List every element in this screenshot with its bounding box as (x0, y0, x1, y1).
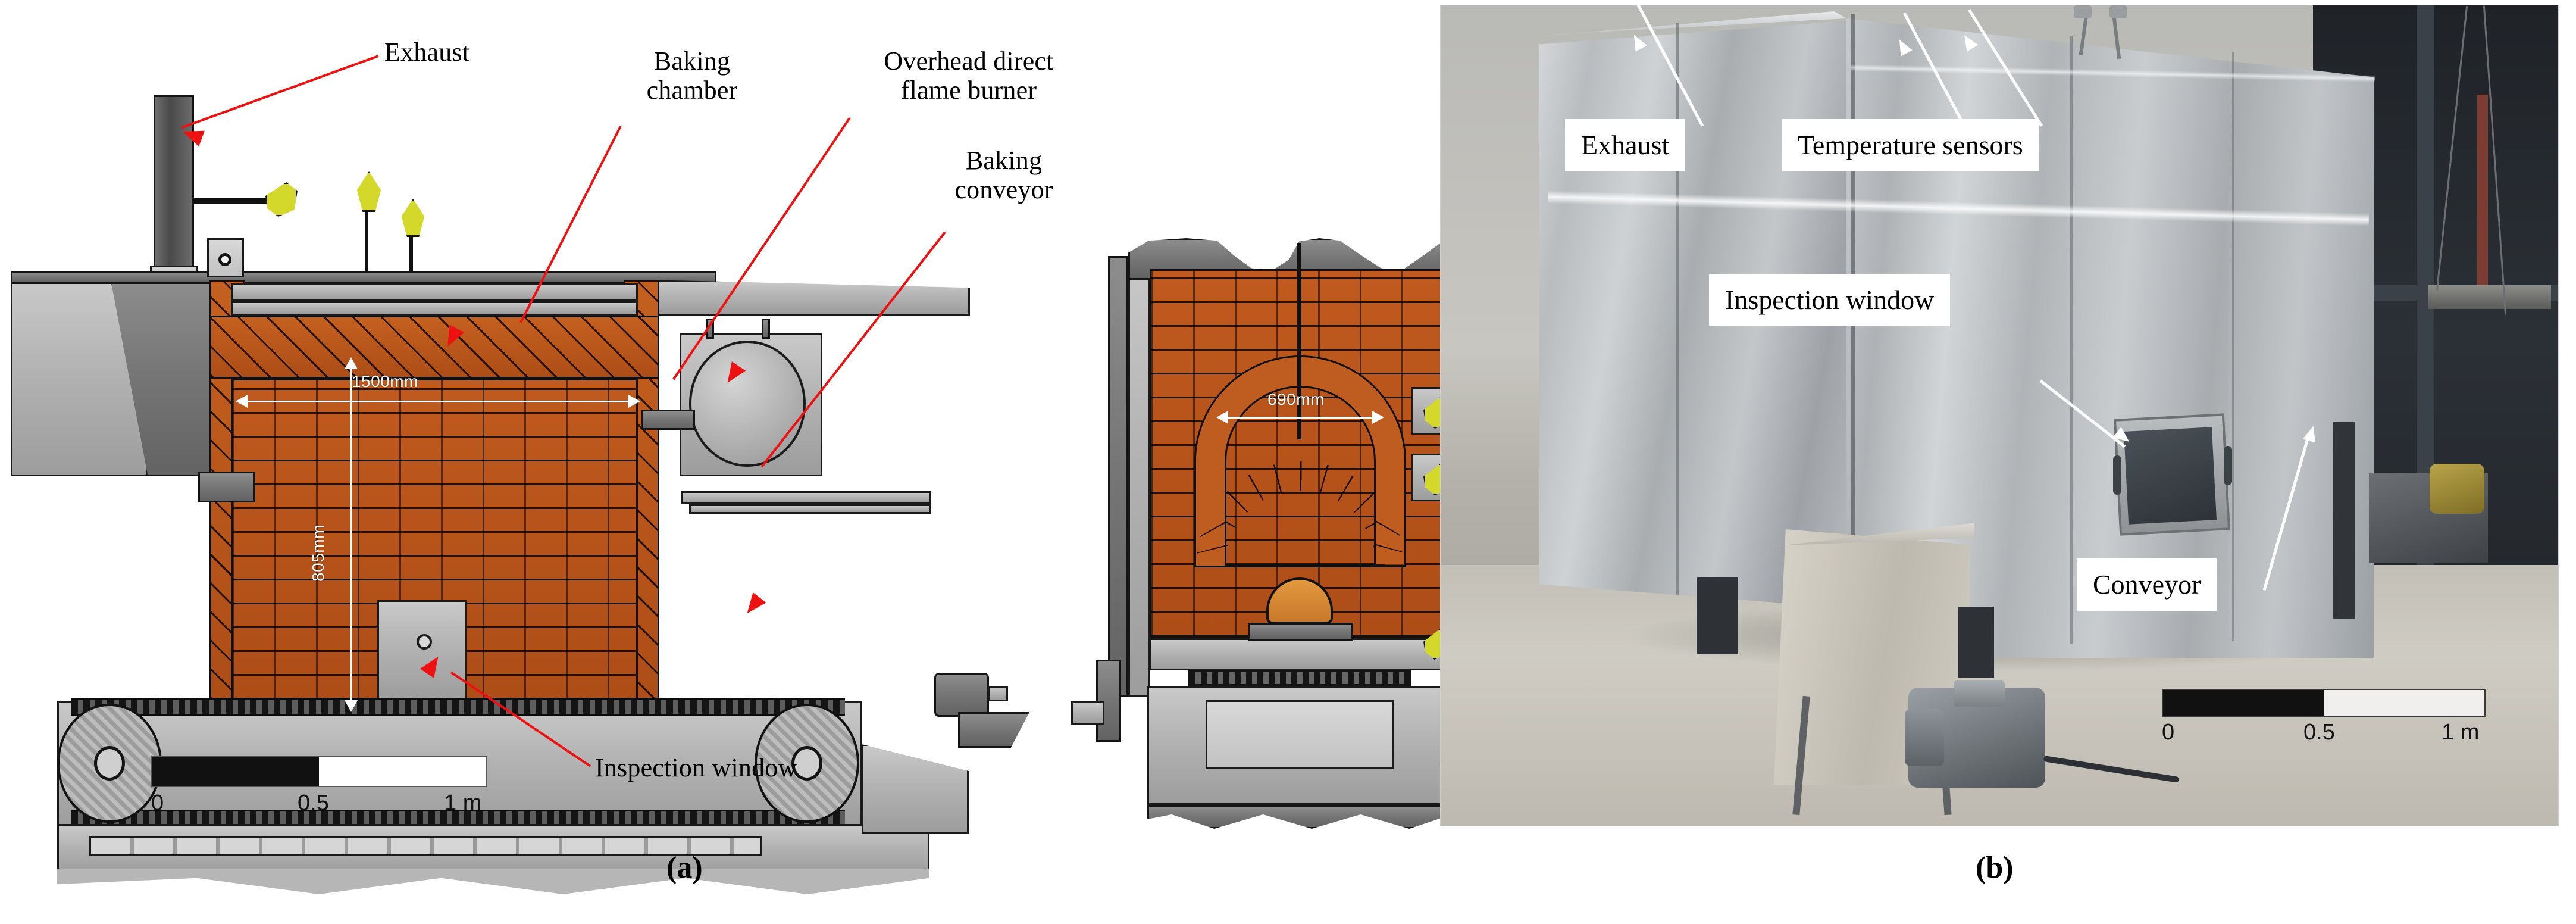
section-chain-rail (1188, 670, 1411, 686)
drive-motor-shaft (988, 686, 1008, 701)
section-centre-rod (1297, 243, 1301, 439)
refractory-roof (209, 316, 659, 379)
scale-bar-a-light-half (319, 757, 486, 786)
plenum-strip-upper (231, 283, 638, 301)
section-side-bracket-left (1096, 660, 1121, 742)
oven-panel-seam-4 (2232, 52, 2234, 641)
photo-temp-sensor-head-1 (2074, 5, 2092, 18)
dim-label-690: 690mm (1267, 390, 1325, 408)
dim-arrow-1500-right (628, 395, 640, 408)
photo-conveyor-frame-end (2333, 422, 2355, 619)
damper-flag-icon (265, 182, 298, 217)
callout-inspection-window-b: Inspection window (1710, 274, 1950, 326)
panel-b-photograph: Exhaust Temperature sensors Inspection w… (1440, 5, 2559, 826)
section-pan-support (1248, 623, 1353, 641)
section-outer-shell-left (1108, 256, 1128, 697)
scale-bar-a (151, 756, 487, 787)
scale-bar-a-tick-0: 0 (151, 791, 164, 816)
burner-support-frame (649, 280, 970, 316)
damper-arm (192, 198, 275, 204)
photo-conveyor-bearing (2430, 464, 2484, 514)
scale-bar-a-tick-one: 1 m (444, 791, 482, 816)
dim-label-805: 805mm (308, 525, 327, 582)
leader-exhaust-a (181, 55, 379, 129)
section-lower-feet (1147, 805, 1452, 829)
photo-shelf-plate (2428, 285, 2551, 309)
conveyor-drum-left-hub (94, 746, 125, 781)
dim-line-690 (1222, 417, 1378, 419)
burner-nozzle (641, 410, 695, 430)
section-outrigger-left (1071, 701, 1104, 725)
exhaust-stack (154, 95, 194, 274)
panel-a-cad-drawing: 1500mm 805mm (11, 38, 1533, 894)
dim-arrow-1500-left (236, 395, 248, 408)
conveyor-chain-top (71, 698, 845, 716)
scale-bar-b-dark-half (2163, 690, 2324, 716)
callout-inspection-window-a: Inspection window (595, 753, 797, 782)
callout-exhaust-a: Exhaust (384, 38, 470, 67)
base-ladder-rail (89, 836, 762, 856)
subcaption-b: (b) (1976, 851, 2014, 885)
photo-inspection-window-handle-left-icon (2113, 455, 2121, 495)
callout-baking-conveyor-a: Baking conveyor (954, 146, 1053, 205)
leader-baking-conveyor-a-arrowhead (740, 592, 766, 619)
photo-drive-motor-terminal-box (1954, 680, 2005, 707)
callout-baking-chamber-a: Baking chamber (646, 46, 738, 105)
section-lower-box (1206, 700, 1394, 769)
oven-panel-seam-3 (2070, 36, 2073, 644)
scale-bar-a-dark-half (152, 757, 319, 786)
scale-bar-a-tick-half: 0.5 (298, 791, 329, 816)
photo-inspection-window-handle-right-icon (2224, 446, 2232, 485)
scale-bar-b-light-half (2324, 690, 2484, 716)
dim-arrow-690-right (1372, 411, 1384, 424)
burner-lance-1 (365, 196, 368, 283)
dim-line-1500 (242, 401, 634, 402)
oven-panel-seam-2 (1851, 14, 1855, 645)
section-hearth-deck (1150, 638, 1448, 670)
scale-bar-b-ticks: 0 0.5 1 m (2162, 720, 2487, 747)
burner-lance-2 (409, 223, 413, 285)
drive-motor (934, 673, 989, 717)
dim-line-805 (350, 369, 352, 704)
burner-mount-b (762, 319, 770, 339)
flame-icon-1 (356, 171, 381, 212)
top-bracket-hole-icon (218, 253, 231, 266)
inspection-window-knob-icon (417, 634, 432, 650)
section-shell-inner-left (1128, 256, 1150, 697)
plenum-strip-lower (231, 301, 638, 316)
scale-bar-b-tick-half: 0.5 (2303, 720, 2335, 745)
callout-exhaust-b: Exhaust (1566, 120, 1685, 171)
photo-inspection-window-pane (2124, 427, 2217, 525)
dim-arrow-690-left (1216, 411, 1228, 424)
conveyor-drum-right-hub (791, 746, 822, 781)
scale-bar-b-tick-one: 1 m (2442, 720, 2480, 745)
side-fitting-left (198, 472, 255, 502)
right-rail-upper (681, 491, 931, 504)
callout-overhead-burner-a: Overhead direct flame burner (884, 46, 1054, 105)
scale-bar-a-ticks: 0 0.5 1 m (151, 791, 487, 819)
photo-red-pipe (2477, 95, 2488, 309)
right-rail-lower (689, 504, 931, 514)
photo-temp-sensor-head-2 (2109, 5, 2127, 18)
dim-label-1500: 1500mm (352, 372, 418, 391)
outboard-extension (862, 744, 969, 834)
inspection-window-panel (377, 600, 467, 701)
photo-oven-leg-mid (1958, 607, 1994, 678)
scale-bar-b (2162, 689, 2486, 717)
dim-arrow-805-top (345, 357, 358, 369)
burner-drum (689, 341, 806, 467)
base-underside-zigzag (57, 869, 929, 894)
flame-icon-2 (401, 199, 425, 237)
drive-gearbox (958, 712, 1029, 748)
photo-oven-leg-left (1697, 577, 1738, 654)
dim-arrow-805-bottom (345, 700, 358, 712)
oven-panel-seam-1 (1676, 23, 1679, 595)
burner-mount-a (706, 319, 714, 339)
subcaption-a: (a) (666, 851, 703, 885)
scale-bar-b-tick-0: 0 (2162, 720, 2175, 745)
photo-drive-motor-fan-cover (1905, 709, 1944, 766)
callout-conveyor-b: Conveyor (2077, 559, 2217, 610)
oven-top-rail (11, 271, 716, 284)
callout-temperature-sensors-b: Temperature sensors (1782, 120, 2039, 171)
